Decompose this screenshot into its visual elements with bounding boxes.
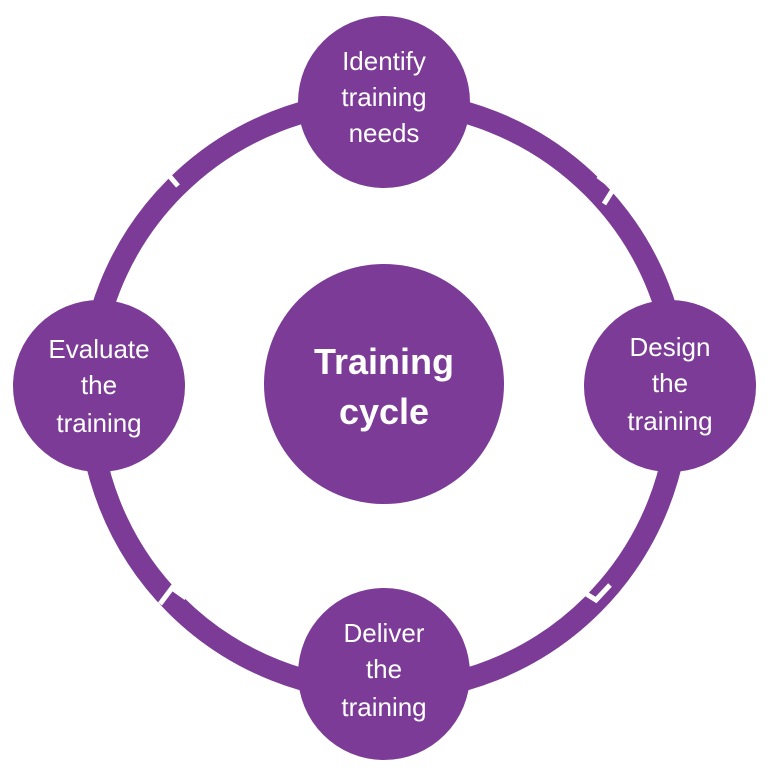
chevron-icon [578,583,612,604]
node-identify-line-2: training [341,82,426,112]
node-design-line-2: the [652,368,688,398]
node-evaluate-line-2: the [81,370,117,400]
node-deliver-line-2: the [366,654,402,684]
node-deliver: Deliver the training [298,588,470,760]
node-design-line-1: Design [630,332,711,362]
node-design: Design the training [584,300,756,472]
node-evaluate-line-1: Evaluate [48,334,149,364]
node-identify-line-3: needs [349,118,420,148]
chevron-icon [150,168,180,188]
chevron-icon [596,174,618,206]
node-evaluate: Evaluate the training [13,300,185,472]
node-evaluate-line-3: training [56,408,141,438]
node-design-line-3: training [627,406,712,436]
chevron-icon [158,584,188,606]
node-deliver-line-1: Deliver [344,618,425,648]
center-label-line-2: cycle [339,391,429,432]
node-identify: Identify training needs [298,16,470,188]
node-deliver-line-3: training [341,692,426,722]
center-label-line-1: Training [314,341,454,382]
node-identify-line-1: Identify [342,46,426,76]
center-node: Training cycle [264,264,504,504]
